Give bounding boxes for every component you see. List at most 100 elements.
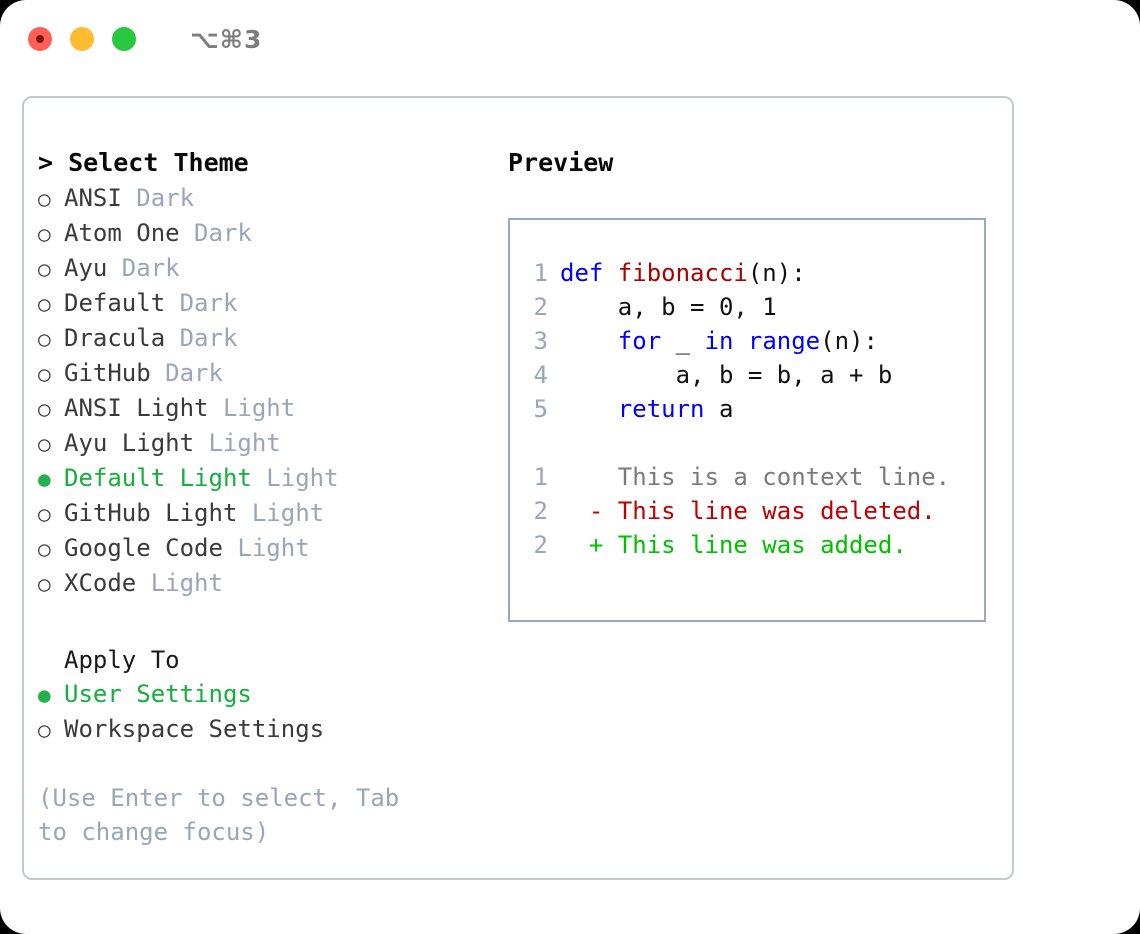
theme-option[interactable]: ○ Ayu Light Light [38, 426, 506, 461]
theme-option-badge: Dark [121, 184, 195, 212]
theme-option-label: Dracula [64, 324, 166, 352]
theme-option-label: ANSI Light [64, 394, 209, 422]
line-number: 5 [533, 395, 548, 423]
diff-line-text: This line was deleted. [617, 497, 936, 525]
theme-option[interactable]: ○ Google Code Light [38, 531, 506, 566]
minimize-window-button[interactable] [70, 27, 94, 51]
theme-option-badge: Light [222, 534, 310, 562]
code-token: (n): [747, 259, 806, 287]
diff-line-number: 2 [533, 531, 548, 559]
apply-to-heading: Apply To [64, 646, 180, 674]
code-token: range [747, 327, 821, 355]
close-window-button[interactable] [28, 27, 52, 51]
theme-option-badge: Dark [150, 359, 223, 387]
theme-option-badge: Light [194, 429, 281, 457]
radio-unselected-icon: ○ [38, 327, 51, 351]
code-line-content: a, b = b, a + b [560, 358, 893, 392]
traffic-lights [28, 27, 136, 51]
theme-option-label: Ayu Light [64, 429, 195, 457]
line-number: 3 [533, 327, 548, 355]
theme-option-badge: Light [237, 499, 325, 527]
radio-unselected-icon: ○ [38, 222, 51, 246]
radio-selected-icon: ● [38, 467, 51, 491]
apply-to-option[interactable]: ●User Settings [38, 677, 506, 712]
preview-title: Preview [508, 148, 614, 177]
theme-option-badge: Dark [179, 219, 252, 247]
diff-line-number: 1 [533, 463, 548, 491]
code-line: 3 for _ in range(n): [524, 324, 984, 358]
radio-unselected-icon: ○ [38, 432, 51, 456]
theme-option[interactable]: ○ Atom One Dark [38, 216, 506, 251]
code-token: in [704, 327, 734, 355]
title-bar: ⌥⌘3 [0, 0, 1140, 78]
radio-unselected-icon: ○ [38, 537, 51, 561]
theme-option[interactable]: ●Default Light Light [38, 461, 506, 496]
theme-option-label: Atom One [64, 219, 180, 247]
theme-option-label: XCode [64, 569, 137, 597]
theme-option[interactable]: ○ XCode Light [38, 566, 506, 601]
radio-unselected-icon: ○ [38, 257, 51, 281]
code-token: (n): [820, 327, 878, 355]
theme-list-column: > Select Theme ○ANSI Dark○Atom One Dark○… [38, 146, 506, 878]
maximize-window-button[interactable] [112, 27, 136, 51]
diff-line-text: This line was added. [617, 531, 907, 559]
theme-option-label: Default Light [64, 464, 252, 492]
diff-sample: 1 This is a context line.2 - This line w… [524, 460, 984, 562]
keyboard-hint-text: (Use Enter to select, Tab to change focu… [38, 784, 414, 846]
theme-option-badge: Dark [107, 254, 180, 282]
code-line-content: for _ in range(n): [560, 324, 878, 358]
apply-to-option-label: Workspace Settings [64, 715, 325, 743]
theme-option-badge: Light [208, 394, 296, 422]
radio-unselected-icon: ○ [38, 718, 51, 742]
code-token: a, b = 0, 1 [617, 293, 777, 321]
theme-option[interactable]: ○Default Dark [38, 286, 506, 321]
apply-to-option-list[interactable]: ●User Settings ○ Workspace Settings [38, 677, 506, 747]
code-line-content: def fibonacci(n): [560, 256, 806, 290]
theme-option[interactable]: ○ GitHub Light Light [38, 496, 506, 531]
theme-option-badge: Light [136, 569, 223, 597]
theme-option-label: Ayu [64, 254, 108, 282]
radio-unselected-icon: ○ [38, 502, 51, 526]
radio-unselected-icon: ○ [38, 362, 51, 386]
code-token: for [617, 327, 662, 355]
theme-selector-panel: > Select Theme ○ANSI Dark○Atom One Dark○… [22, 96, 1014, 880]
code-token: a [704, 395, 734, 423]
radio-unselected-icon: ○ [38, 397, 51, 421]
diff-marker [560, 460, 618, 494]
code-line-content: return a [560, 392, 734, 426]
theme-option[interactable]: ○ Ayu Dark [38, 251, 506, 286]
theme-option-label: Default [64, 289, 166, 317]
theme-option-list[interactable]: ○ANSI Dark ○ Atom One Dark ○ Ayu Dark ○ Defaul… [38, 181, 506, 601]
code-line-content: a, b = 0, 1 [560, 290, 777, 324]
diff-line: 2 + This line was added. [524, 528, 984, 562]
select-theme-prompt: > Select Theme [38, 148, 249, 177]
apply-to-option[interactable]: ○ Workspace Settings [38, 712, 506, 747]
diff-line-number: 2 [533, 497, 548, 525]
radio-unselected-icon: ○ [38, 572, 51, 596]
theme-option-label: GitHub Light [64, 499, 238, 527]
code-token: fibonacci [617, 259, 748, 287]
theme-option-label: Google Code [64, 534, 223, 562]
theme-option[interactable]: ○ ANSI Light Light [38, 391, 506, 426]
theme-option-label: GitHub [64, 359, 151, 387]
code-token: a, b = b, a + b [675, 361, 893, 389]
theme-option[interactable]: ○ GitHub Dark [38, 356, 506, 391]
line-number: 4 [533, 361, 548, 389]
diff-marker: - [560, 497, 618, 525]
code-line: 4 a, b = b, a + b [524, 358, 984, 392]
theme-option[interactable]: ○ANSI Dark [38, 181, 506, 216]
diff-line: 2 - This line was deleted. [524, 494, 984, 528]
apply-to-option-label: User Settings [64, 680, 252, 708]
code-line: 2 a, b = 0, 1 [524, 290, 984, 324]
code-token [733, 327, 747, 355]
theme-option[interactable]: ○Dracula Dark [38, 321, 506, 356]
diff-marker: + [560, 531, 618, 559]
radio-unselected-icon: ○ [38, 292, 51, 316]
diff-line: 1 This is a context line. [524, 460, 984, 494]
code-token: return [617, 395, 705, 423]
